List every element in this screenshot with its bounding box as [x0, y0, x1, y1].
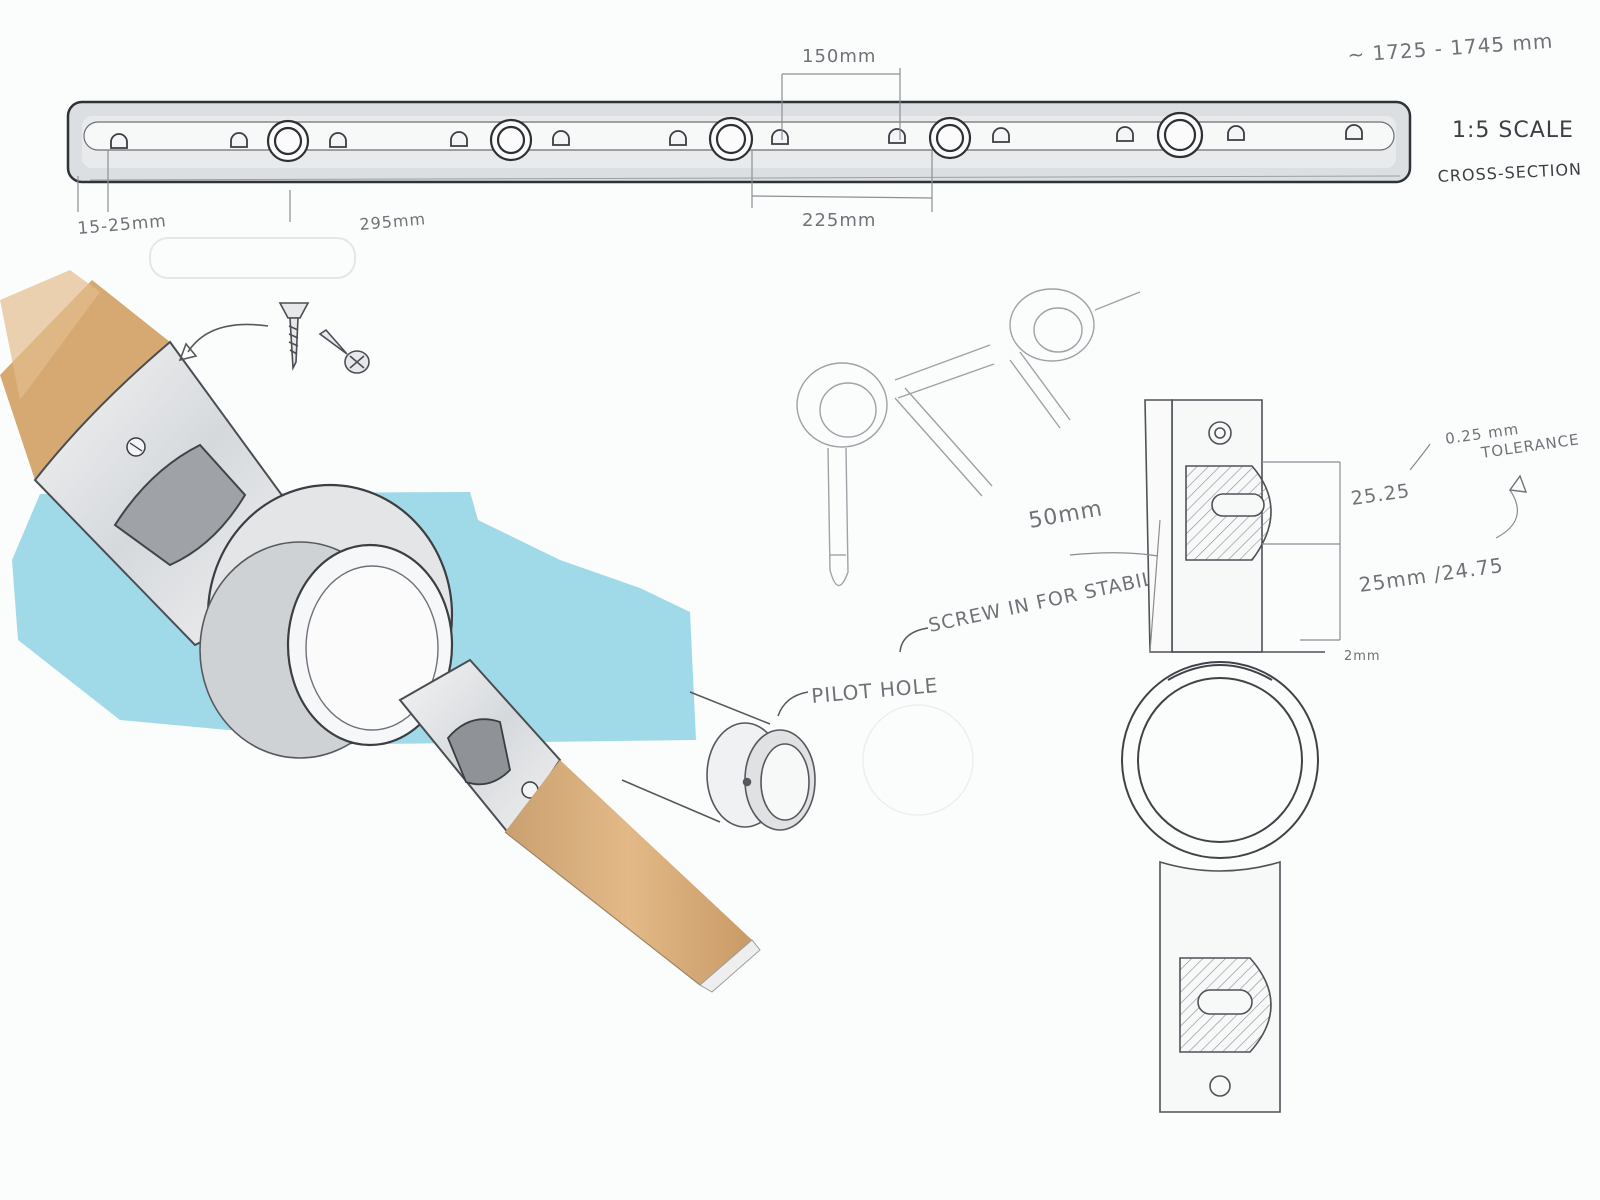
rail-dimension-lines: [77, 68, 933, 222]
end-offset-label: 15-25mm: [77, 211, 168, 239]
section-ring: [1121, 661, 1319, 859]
rail-mount-rings: [266, 111, 1204, 163]
perspective-sketch: [796, 288, 1141, 587]
spacing-295-label: 295mm: [359, 209, 427, 234]
screw-arrow: [187, 323, 269, 353]
upper-wood-pole: [0, 280, 170, 480]
depth-label: 50mm: [1027, 496, 1105, 534]
spacing-150-label: 150mm: [802, 46, 876, 67]
rail-total-length: ~ 1725 - 1745 mm: [1347, 29, 1554, 67]
gap-label: 2mm: [1344, 649, 1381, 664]
dim-upper-label: 25.25: [1350, 480, 1412, 510]
section-top-block: [1144, 399, 1325, 653]
scale-label: 1:5 SCALE: [1452, 118, 1574, 143]
rail-slots: [110, 124, 1363, 149]
pilot-hole-label: PILOT HOLE: [810, 673, 939, 708]
pilot-hole-cap: [621, 691, 816, 831]
rail-drawing: [66, 68, 1412, 279]
section-bottom-block: [1159, 860, 1281, 1113]
cross-section-label: CROSS-SECTION: [1437, 159, 1582, 186]
section-dimension-lines: [1069, 443, 1518, 653]
screw-note-arrow: [899, 627, 929, 653]
joint-render: [0, 270, 761, 993]
screw-icons: [278, 302, 370, 374]
lower-wood-pole: [505, 760, 752, 985]
spacing-225-label: 225mm: [802, 210, 876, 231]
dim-lower-label: 25mm /24.75: [1357, 553, 1505, 597]
pilot-arrow: [777, 691, 809, 717]
